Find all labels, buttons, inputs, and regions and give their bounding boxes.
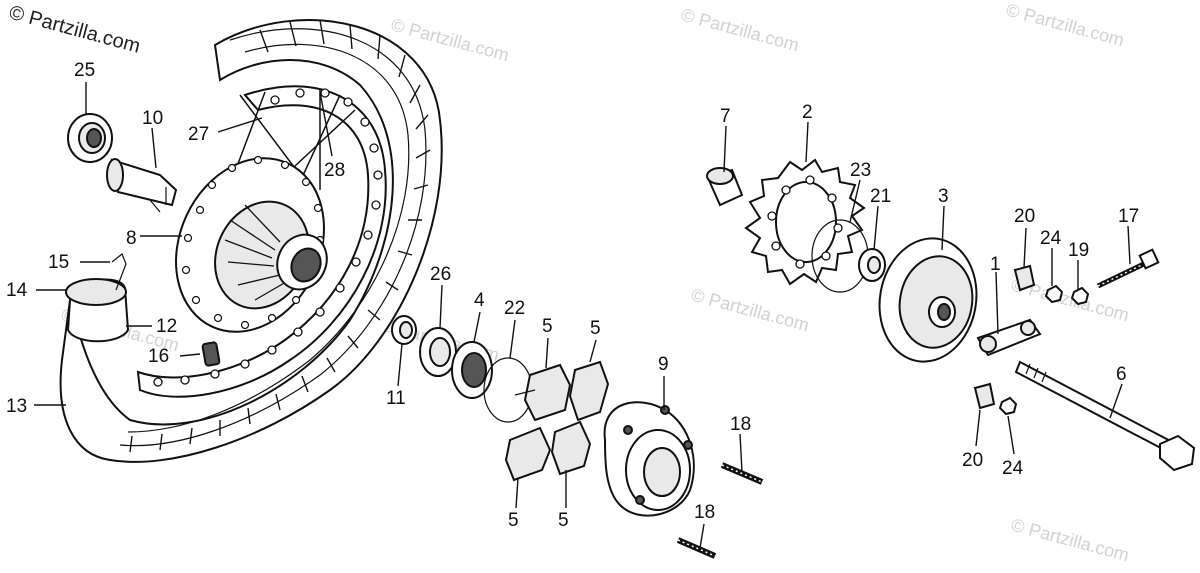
callout-16: 16 — [148, 346, 169, 367]
brake-panel-3 — [878, 237, 978, 363]
callout-28: 28 — [324, 160, 345, 181]
callout-3: 3 — [938, 186, 949, 207]
callout-18: 18 — [730, 414, 751, 435]
chain-adjuster-1 — [976, 318, 1042, 357]
callout-12: 12 — [156, 316, 177, 337]
callout-13: 13 — [6, 396, 27, 417]
wheel-assembly — [59, 19, 443, 463]
stud-bolt-18a — [720, 462, 764, 485]
watermark-main: © Partzilla.com — [7, 2, 143, 58]
axle-6 — [1014, 360, 1196, 472]
adjusting-bolt-17 — [1096, 248, 1160, 289]
nut-19 — [1070, 286, 1090, 306]
callout-18: 18 — [694, 502, 715, 523]
damper-rubbers — [504, 360, 610, 482]
callout-15: 15 — [48, 252, 69, 273]
callout-24: 24 — [1040, 228, 1062, 249]
callout-22: 22 — [504, 298, 525, 319]
rim-band-16 — [201, 341, 221, 367]
bearing-21 — [858, 248, 886, 282]
callout-26: 26 — [430, 264, 451, 285]
oil-seal-4 — [451, 341, 493, 399]
callout-11: 11 — [386, 388, 406, 409]
callout-5: 5 — [542, 316, 553, 337]
axle-parts — [706, 158, 1196, 472]
callout-27: 27 — [188, 124, 209, 145]
tube-opening — [65, 278, 127, 306]
callout-8: 8 — [126, 228, 137, 249]
callout-9: 9 — [658, 354, 669, 375]
nut-24b — [998, 396, 1018, 416]
collar-11 — [391, 315, 417, 345]
o-ring-22 — [483, 357, 533, 423]
bearing-25 — [67, 113, 113, 163]
callout-6: 6 — [1116, 364, 1127, 385]
callout-20: 20 — [1014, 206, 1035, 227]
sprocket-2 — [744, 158, 866, 286]
tread-marks — [129, 19, 431, 453]
rim-holes — [153, 88, 383, 387]
callout-labels: 25 10 27 28 8 15 14 12 16 13 26 4 22 5 5… — [6, 60, 1139, 531]
callout-5: 5 — [508, 510, 519, 531]
callout-1: 1 — [990, 254, 1001, 275]
leader-lines — [34, 82, 1131, 549]
callout-10: 10 — [142, 108, 163, 129]
rim — [136, 85, 387, 398]
bearing-26 — [419, 327, 457, 377]
callout-20: 20 — [962, 450, 983, 471]
stopper-20b — [973, 382, 996, 410]
watermark: © Partzilla.com — [689, 285, 811, 336]
nut-24a — [1044, 284, 1064, 304]
watermark: © Partzilla.com — [1004, 0, 1126, 50]
watermark: © Partzilla.com — [1009, 515, 1131, 566]
callout-7: 7 — [720, 106, 731, 127]
stud-bolt-18b — [676, 537, 717, 559]
stopper-20a — [1013, 264, 1036, 292]
driven-flange-9 — [603, 401, 695, 517]
collar-7 — [706, 167, 744, 207]
callout-24: 24 — [1002, 458, 1024, 479]
callout-4: 4 — [474, 290, 485, 311]
callout-23: 23 — [850, 160, 871, 181]
callout-25: 25 — [74, 60, 95, 81]
callout-5: 5 — [558, 510, 569, 531]
callout-2: 2 — [802, 102, 813, 123]
hub-fins — [224, 204, 287, 301]
sprocket-side-parts — [391, 315, 764, 559]
distance-collar-10 — [106, 158, 178, 213]
callout-14: 14 — [6, 280, 28, 301]
callout-17: 17 — [1118, 206, 1139, 227]
callout-5: 5 — [590, 318, 601, 339]
callout-21: 21 — [870, 186, 891, 207]
watermark: © Partzilla.com — [679, 5, 801, 56]
callout-19: 19 — [1068, 240, 1089, 261]
